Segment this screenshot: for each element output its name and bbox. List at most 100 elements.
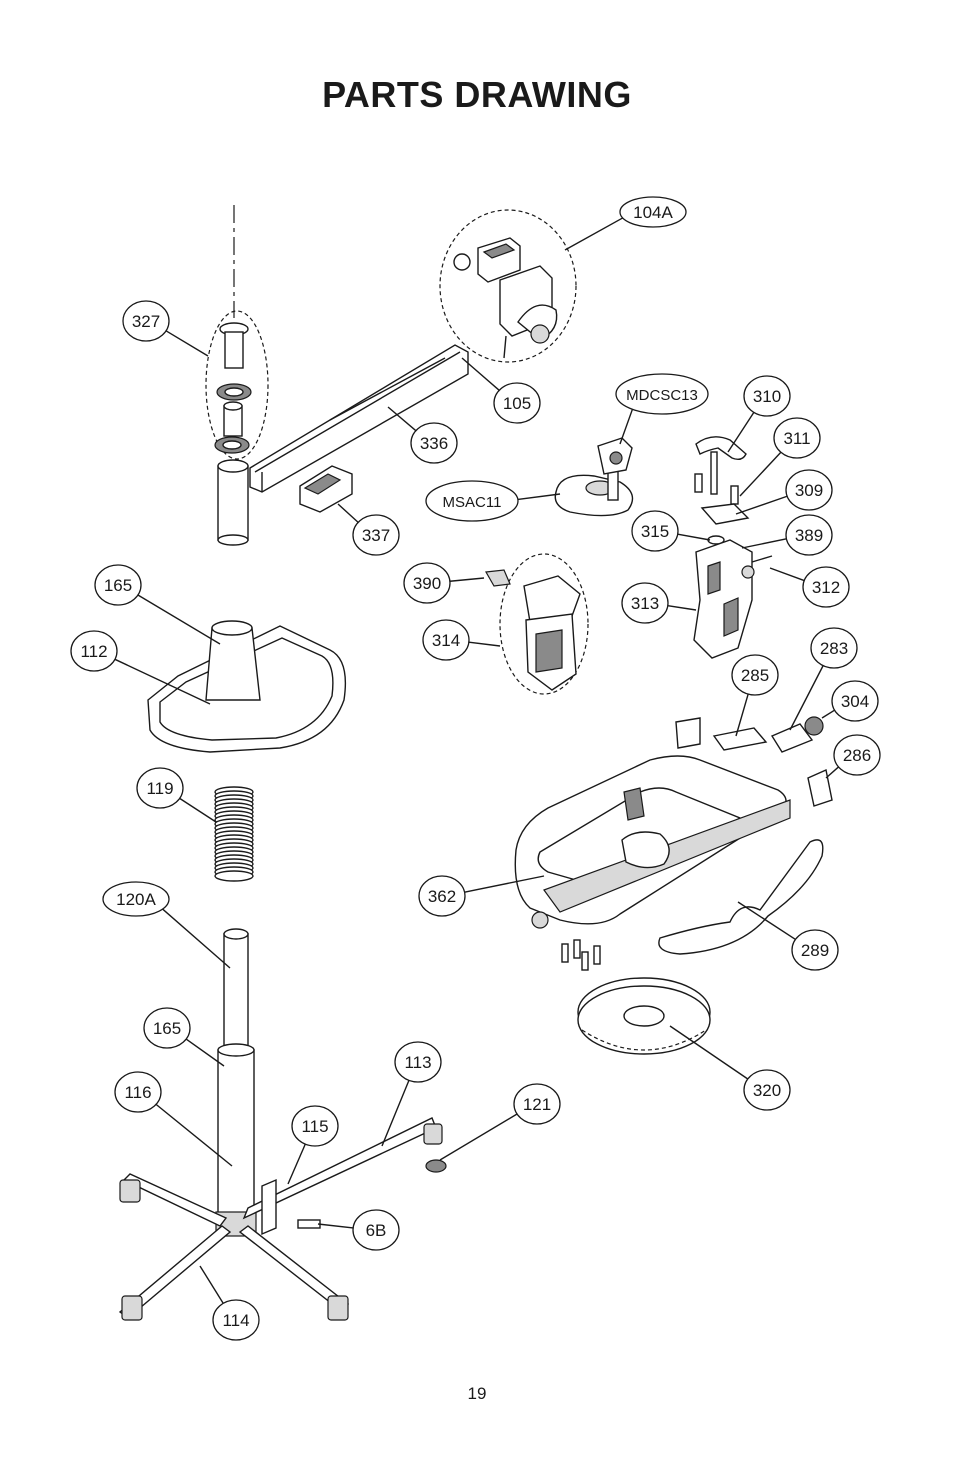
callout-leader-309	[735, 495, 788, 515]
arm-clamp-outline	[499, 553, 589, 695]
callout-label-113: 113	[404, 1053, 431, 1072]
bearing-group-outline	[205, 310, 269, 460]
callout-leader-311	[739, 451, 782, 497]
callout-label-337: 337	[362, 526, 390, 545]
callout-leader-165b	[185, 1038, 225, 1067]
callout-leader-285	[735, 693, 749, 737]
callout-leader-337	[337, 503, 359, 523]
callout-label-289: 289	[801, 941, 829, 960]
callout-leader-165a	[137, 594, 221, 645]
callout-bubble-289	[791, 929, 839, 971]
round-base	[577, 977, 711, 1055]
callout-label-119: 119	[146, 779, 173, 798]
callout-bubble-113	[394, 1041, 442, 1083]
stand-column	[215, 928, 257, 1237]
callout-label-283: 283	[820, 639, 848, 658]
callout-bubble-286	[833, 734, 881, 776]
callout-label-311: 311	[783, 429, 810, 448]
callout-label-165b: 165	[153, 1019, 181, 1038]
callout-bubble-313	[621, 582, 669, 624]
head-assembly	[453, 237, 558, 359]
callout-bubble-337	[352, 514, 400, 556]
bearing-group-parts	[214, 322, 252, 454]
callout-leader-313	[667, 605, 697, 611]
callout-label-MDCSC13: MDCSC13	[626, 387, 698, 404]
fence-parts	[675, 716, 833, 807]
callout-leader-121	[439, 1113, 518, 1161]
callout-leader-119	[179, 797, 217, 823]
callout-label-314: 314	[432, 631, 460, 650]
callout-leader-304	[821, 709, 835, 719]
callout-bubble-311	[773, 417, 821, 459]
clamp-assembly	[554, 437, 634, 517]
callout-leader-112	[114, 658, 211, 705]
callout-label-116: 116	[124, 1083, 151, 1102]
callout-leader-6B	[317, 1223, 354, 1229]
callout-leader-389	[741, 538, 787, 549]
callout-leader-104A	[564, 217, 624, 251]
callout-bubble-304	[831, 680, 879, 722]
callout-label-362: 362	[428, 887, 456, 906]
callout-bubble-309	[785, 469, 833, 511]
callout-leader-320	[669, 1025, 749, 1080]
pins	[694, 473, 739, 505]
callout-bubble-119	[136, 767, 184, 809]
arm-clamp	[485, 569, 581, 691]
spring	[214, 786, 254, 882]
callout-bubble-116	[114, 1071, 162, 1113]
callout-label-104A: 104A	[633, 203, 673, 222]
callout-label-121: 121	[523, 1095, 551, 1114]
t-handle	[695, 436, 747, 495]
front-handle	[658, 839, 824, 955]
callout-bubble-283	[810, 627, 858, 669]
callout-leader-336	[387, 406, 417, 432]
callout-leader-315	[677, 533, 711, 541]
callout-leader-MSAC11	[517, 493, 561, 501]
callout-bubble-MSAC11	[425, 480, 519, 522]
support-post	[217, 459, 249, 546]
callout-label-286: 286	[843, 746, 871, 765]
callout-bubble-310	[743, 375, 791, 417]
table-screws	[561, 939, 601, 971]
callout-label-120A: 120A	[116, 890, 156, 909]
page-title: PARTS DRAWING	[322, 74, 632, 115]
callout-leader-390	[449, 577, 485, 582]
callout-label-336: 336	[420, 434, 448, 453]
callout-label-310: 310	[753, 387, 781, 406]
callout-bubble-115	[291, 1105, 339, 1147]
callout-bubble-327	[122, 300, 170, 342]
callout-label-115: 115	[301, 1117, 328, 1136]
bracket	[693, 539, 773, 659]
callout-leader-115	[287, 1143, 306, 1185]
callout-bubble-320	[743, 1069, 791, 1111]
callout-leader-286	[825, 766, 839, 779]
callout-bubble-315	[631, 510, 679, 552]
callout-label-105: 105	[503, 394, 531, 413]
callout-label-312: 312	[812, 578, 840, 597]
callout-bubble-104A	[619, 196, 687, 228]
callout-bubble-336	[410, 422, 458, 464]
callout-label-390: 390	[413, 574, 441, 593]
callout-bubble-120A	[102, 881, 170, 917]
callout-leader-120A	[162, 908, 231, 969]
callout-bubble-112	[70, 630, 118, 672]
callout-label-112: 112	[80, 642, 107, 661]
callout-bubble-314	[422, 619, 470, 661]
callout-bubble-362	[418, 875, 466, 917]
plate	[700, 503, 750, 525]
callout-label-313: 313	[631, 594, 659, 613]
callout-label-315: 315	[641, 522, 669, 541]
callout-bubble-389	[785, 514, 833, 556]
callout-label-304: 304	[841, 692, 869, 711]
callout-label-389: 389	[795, 526, 823, 545]
callout-leader-327	[165, 330, 209, 357]
callout-leader-289	[737, 901, 796, 941]
tray	[147, 620, 347, 753]
callout-leader-283	[789, 665, 824, 731]
callout-bubble-285	[731, 654, 779, 696]
callout-label-165a: 165	[104, 576, 132, 595]
callout-leader-113	[381, 1080, 410, 1147]
callout-leader-310	[727, 412, 755, 453]
callout-label-MSAC11: MSAC11	[443, 494, 502, 511]
